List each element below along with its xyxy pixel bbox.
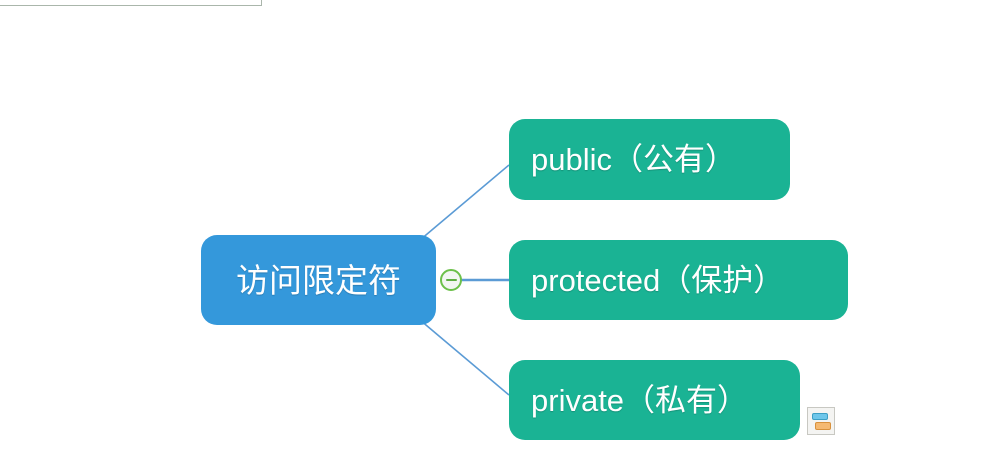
toolbar-panel-edge: [0, 0, 262, 6]
mindmap-node-public[interactable]: public（公有）: [509, 119, 790, 200]
connector-to-public: [419, 164, 510, 241]
mindmap-root-node[interactable]: 访问限定符: [201, 235, 436, 325]
connector-to-private: [419, 319, 510, 396]
root-node-label: 访问限定符: [236, 261, 401, 299]
node-label-private: private（私有）: [531, 382, 749, 418]
node-label-protected: protected（保护）: [531, 262, 785, 298]
minus-icon: [445, 279, 457, 281]
note-marker-blue-bar: [811, 412, 828, 420]
node-label-public: public（公有）: [531, 142, 736, 177]
note-marker-icon[interactable]: [807, 407, 835, 435]
mindmap-node-private[interactable]: private（私有）: [509, 360, 800, 440]
note-marker-orange-bar: [815, 421, 831, 430]
mindmap-node-protected[interactable]: protected（保护）: [509, 240, 848, 320]
collapse-toggle-button[interactable]: [440, 269, 462, 291]
